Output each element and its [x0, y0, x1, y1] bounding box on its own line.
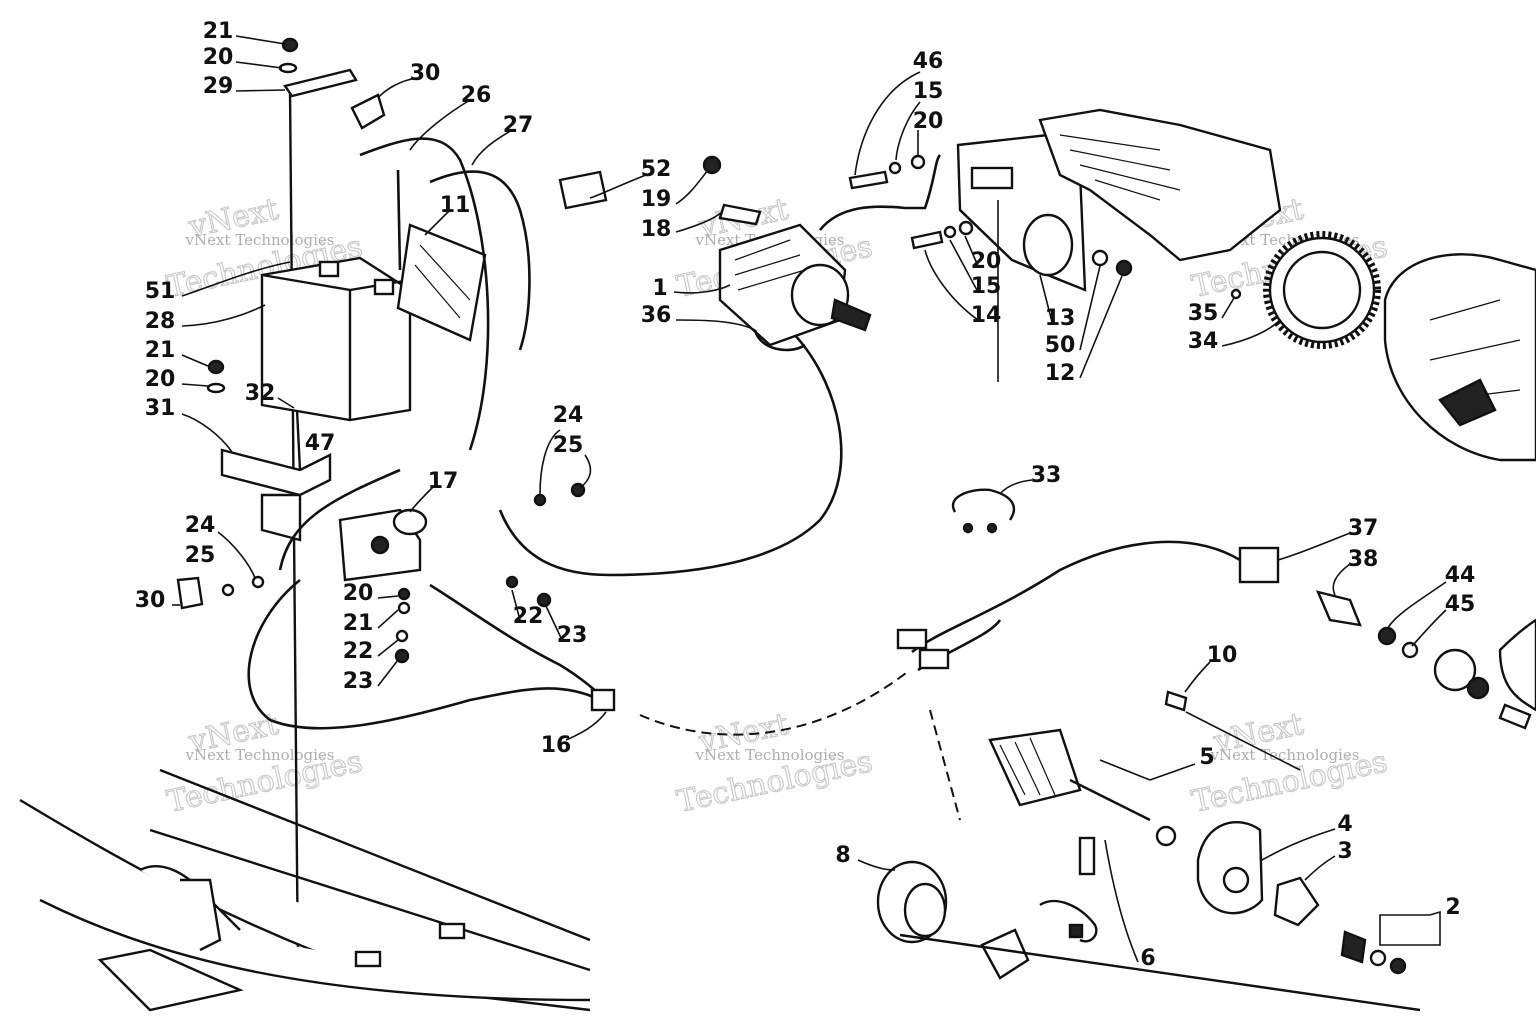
callout-15: 15	[971, 274, 1002, 299]
callout-19: 19	[641, 187, 672, 212]
callout-8: 8	[835, 843, 850, 868]
callout-4: 4	[1337, 812, 1352, 837]
callout-45: 45	[1445, 592, 1476, 617]
callout-18: 18	[641, 217, 672, 242]
callout-23: 23	[557, 623, 588, 648]
callout-2: 2	[1445, 895, 1460, 920]
callout-10: 10	[1207, 643, 1238, 668]
callout-52: 52	[641, 157, 672, 182]
callout-30: 30	[135, 588, 166, 613]
chassis-hull-outline	[19, 768, 591, 1012]
callout-44: 44	[1445, 563, 1476, 588]
callout-46: 46	[913, 49, 944, 74]
ring-gear-teeth	[1263, 231, 1381, 349]
callout-1: 1	[652, 276, 667, 301]
callout-17: 17	[428, 469, 459, 494]
callout-25: 25	[185, 543, 216, 568]
callout-15: 15	[913, 79, 944, 104]
callout-47: 47	[305, 431, 336, 456]
callout-36: 36	[641, 303, 672, 328]
starter-mount-bracket	[848, 133, 1133, 382]
callout-20: 20	[145, 367, 176, 392]
callout-28: 28	[145, 309, 176, 334]
callout-22: 22	[513, 604, 544, 629]
callout-6: 6	[1140, 946, 1155, 971]
callout-33: 33	[1031, 463, 1062, 488]
callout-51: 51	[145, 279, 176, 304]
callout-5: 5	[1199, 745, 1214, 770]
watermark-small: vNext Technologies	[694, 746, 844, 764]
callout-26: 26	[461, 83, 492, 108]
callout-50: 50	[1045, 333, 1076, 358]
watermark-small: vNext Technologies	[1209, 746, 1359, 764]
callout-13: 13	[1045, 306, 1076, 331]
retaining-ring	[951, 488, 1016, 534]
watermark-small: vNext Technologies	[184, 231, 334, 249]
callout-23: 23	[343, 669, 374, 694]
callout-25: 25	[553, 433, 584, 458]
battery-assembly	[176, 37, 843, 976]
callout-21: 21	[145, 338, 176, 363]
callout-22: 22	[343, 639, 374, 664]
callout-21: 21	[343, 611, 374, 636]
callout-14: 14	[971, 303, 1002, 328]
callout-29: 29	[203, 74, 234, 99]
leader-lines	[172, 35, 1447, 963]
starter-motor-assembly	[558, 154, 942, 352]
callout-32: 32	[245, 381, 276, 406]
callout-38: 38	[1348, 547, 1379, 572]
callout-20: 20	[913, 109, 944, 134]
callout-31: 31	[145, 396, 176, 421]
callout-24: 24	[185, 513, 216, 538]
callout-11: 11	[440, 193, 471, 218]
callout-20: 20	[203, 45, 234, 70]
callout-12: 12	[1045, 361, 1076, 386]
engine-and-ring-gear	[1038, 108, 1536, 462]
callout-34: 34	[1188, 329, 1219, 354]
callout-35: 35	[1188, 301, 1219, 326]
callout-37: 37	[1348, 516, 1379, 541]
starter-exploded-view	[876, 690, 1421, 1012]
callout-24: 24	[553, 403, 584, 428]
callout-30: 30	[410, 61, 441, 86]
callout-16: 16	[541, 733, 572, 758]
callout-3: 3	[1337, 839, 1352, 864]
callout-21: 21	[203, 19, 234, 44]
callout-27: 27	[503, 113, 534, 138]
callout-20: 20	[343, 581, 374, 606]
ignition-harness	[639, 540, 1536, 736]
callout-20: 20	[971, 249, 1002, 274]
